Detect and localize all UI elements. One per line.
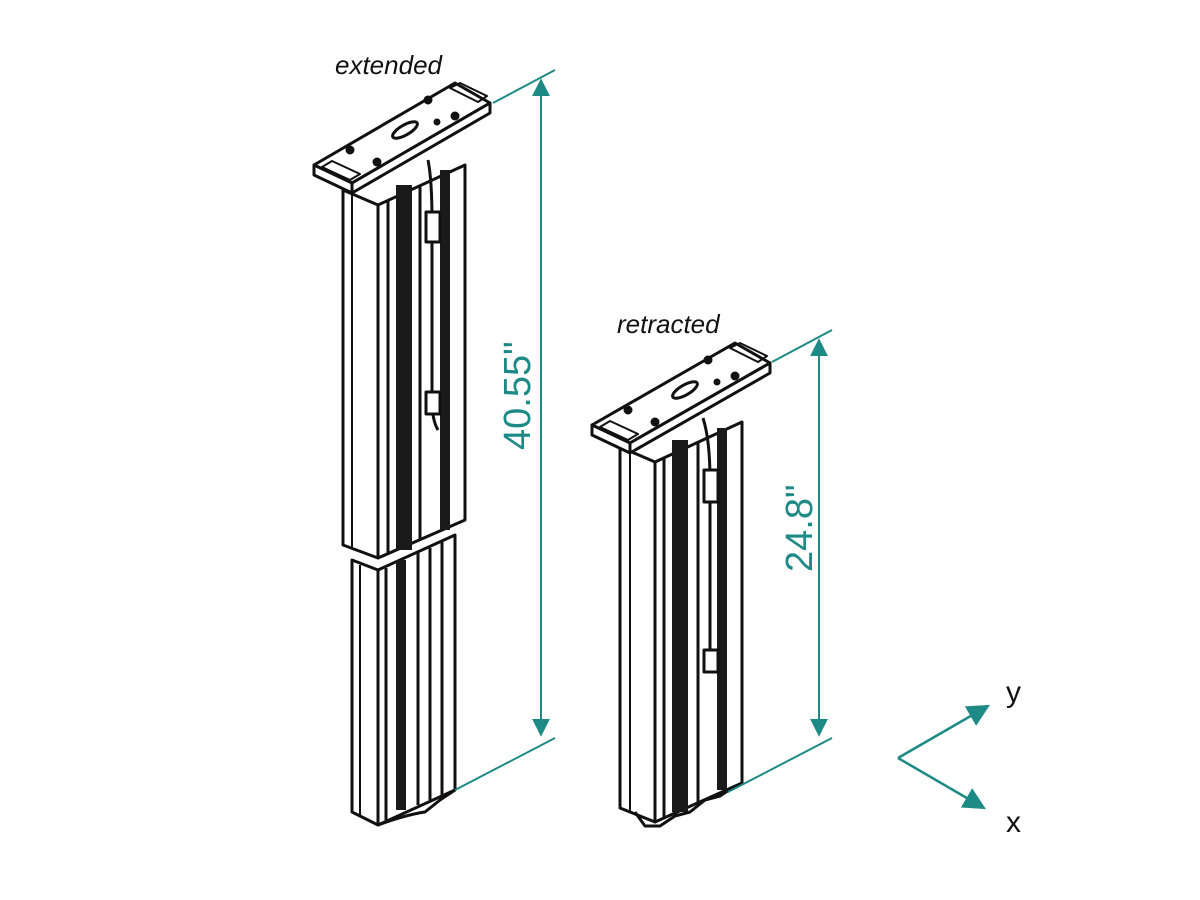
extended-label: extended xyxy=(335,50,444,80)
y-axis-arrow xyxy=(897,704,990,760)
retracted-top-plate xyxy=(590,341,772,455)
x-axis-label: x xyxy=(1006,806,1021,839)
extended-outer-stage xyxy=(341,159,467,560)
retracted-body xyxy=(618,417,744,828)
extended-height-label: 40.55" xyxy=(497,341,539,450)
extended-column xyxy=(312,81,492,827)
axis-indicator xyxy=(897,704,990,810)
extended-top-plate xyxy=(312,81,492,195)
retracted-height-label: 24.8" xyxy=(779,485,821,572)
x-axis-arrow xyxy=(897,756,986,810)
retracted-label: retracted xyxy=(617,309,721,339)
y-axis-label: y xyxy=(1006,676,1021,709)
retracted-dimension xyxy=(727,329,833,793)
retracted-column xyxy=(590,341,772,828)
extended-inner-stage xyxy=(350,533,457,827)
extended-dimension xyxy=(454,69,556,791)
